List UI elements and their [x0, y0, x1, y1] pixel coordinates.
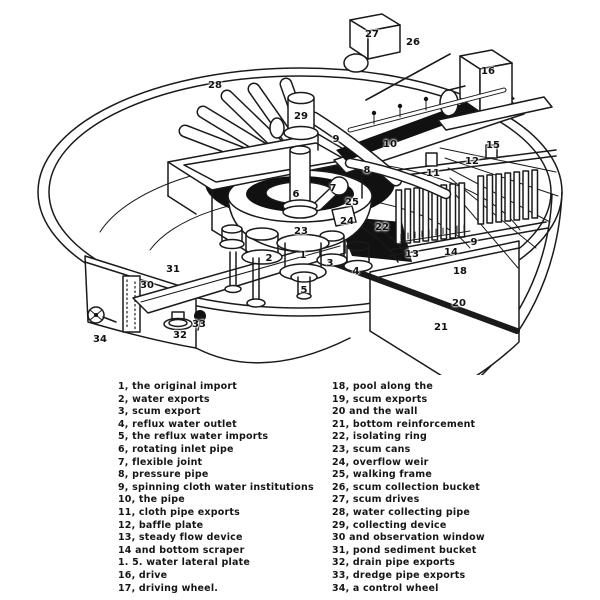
legend-entry: 2, water exports: [118, 393, 210, 405]
part-number-label: 9: [470, 237, 478, 248]
legend-entry: 32, drain pipe exports: [332, 557, 456, 569]
legend-entry: 7, flexible joint: [118, 456, 203, 468]
part-number-label: 15: [486, 140, 500, 151]
legend-entry: 31, pond sediment bucket: [332, 544, 477, 556]
part-number-label: 12: [465, 156, 479, 167]
legend-entry: 28, water collecting pipe: [332, 506, 471, 518]
part-number-label: 31: [166, 264, 180, 275]
part-number-label: 27: [365, 29, 379, 40]
part-number-label: 33: [192, 319, 206, 330]
part-number-label: 26: [406, 37, 420, 48]
part-number-label: 3: [326, 258, 334, 269]
legend-entry: 12, baffle plate: [118, 519, 204, 531]
legend-entry: 24, overflow weir: [332, 456, 429, 468]
scum-channel-band: [336, 88, 515, 161]
part-number-label: 24: [340, 216, 354, 227]
legend-entry: 18, pool along the: [332, 381, 433, 392]
part-number-label: 6: [292, 189, 300, 200]
legend-entry: 20 and the wall: [332, 406, 418, 418]
control-wheel: [87, 306, 117, 324]
legend-entry: 30 and observation window: [332, 532, 485, 544]
part-number-label: 7: [329, 183, 337, 194]
legend-entry: 8, pressure pipe: [118, 469, 209, 481]
part-number-label: 22: [375, 222, 389, 233]
legend-entry: 10, the pipe: [118, 494, 185, 506]
part-number-label: 10: [383, 139, 397, 150]
part-number-label: 28: [208, 80, 222, 91]
legend-entry: 19, scum exports: [332, 393, 428, 405]
part-number-label: 8: [363, 165, 371, 176]
legend-entry: 5, the reflux water imports: [118, 431, 269, 443]
part-number-label: 30: [140, 280, 154, 291]
part-number-label: 2: [265, 253, 273, 264]
part-number-label: 1: [299, 250, 307, 261]
part-number-label: 23: [294, 226, 308, 237]
legend-entry: 3, scum export: [118, 406, 201, 418]
legend-entry: 25, walking frame: [332, 469, 432, 481]
legend-entry: 11, cloth pipe exports: [118, 506, 240, 518]
legend-entry: 34, a control wheel: [332, 582, 439, 594]
legend-entry: 33, dredge pipe exports: [332, 569, 466, 581]
part-number-label: 18: [453, 266, 467, 277]
legend-entry: 6, rotating inlet pipe: [118, 443, 234, 455]
flexible-joint: [312, 176, 349, 212]
dredge-valve: [194, 310, 206, 331]
legend-entry: 1, the original import: [118, 381, 237, 392]
legend-entry: 23, scum cans: [332, 443, 411, 455]
legend-entry: 22, isolating ring: [332, 431, 428, 443]
part-number-label: 21: [434, 322, 448, 333]
legend-entry: 26, scum collection bucket: [332, 481, 480, 493]
overflow-weir: [331, 205, 357, 227]
legend-entry: 9, spinning cloth water institutions: [118, 481, 314, 493]
the-pipe: [347, 87, 507, 133]
legend-entry: 4, reflux water outlet: [118, 418, 237, 430]
legend-entry: 1. 5. water lateral plate: [118, 557, 250, 569]
cloth-slats: [389, 169, 549, 257]
part-number-label: 20: [452, 298, 466, 309]
legend-entry: 29, collecting device: [332, 519, 447, 531]
part-number-label: 25: [345, 197, 359, 208]
part-number-label: 29: [294, 111, 308, 122]
tank-wall-right: [369, 191, 563, 375]
legend-entry: 27, scum drives: [332, 494, 420, 506]
bottom-pipes: [219, 224, 373, 300]
legend-entry: 21, bottom reinforcement: [332, 418, 476, 430]
legend-entry: 17, driving wheel.: [118, 582, 219, 594]
legend-entry: 13, steady flow device: [118, 532, 243, 544]
legend-entry: 14 and bottom scraper: [118, 544, 245, 556]
bottom-scraper-comb: [399, 224, 471, 243]
legend-entry: 16, drive: [118, 569, 168, 581]
pressure-pipe: [344, 157, 452, 200]
scum-collection-bucket: [365, 53, 451, 101]
part-number-label: 5: [300, 285, 308, 296]
part-number-label: 32: [173, 330, 187, 341]
part-number-label: 34: [93, 334, 107, 345]
part-number-label: 16: [481, 66, 495, 77]
part-number-label: 9: [332, 134, 340, 145]
part-number-label: 11: [426, 168, 440, 179]
part-number-label: 14: [444, 247, 458, 258]
diagram-line-art: [37, 13, 563, 375]
support-posts: [224, 251, 266, 308]
part-number-label: 13: [405, 249, 419, 260]
collecting-device: [269, 91, 319, 219]
observation-window: [122, 275, 141, 333]
drain-flange: [163, 311, 193, 331]
scum-drive-box: [343, 13, 401, 73]
part-number-label: 4: [352, 266, 360, 277]
